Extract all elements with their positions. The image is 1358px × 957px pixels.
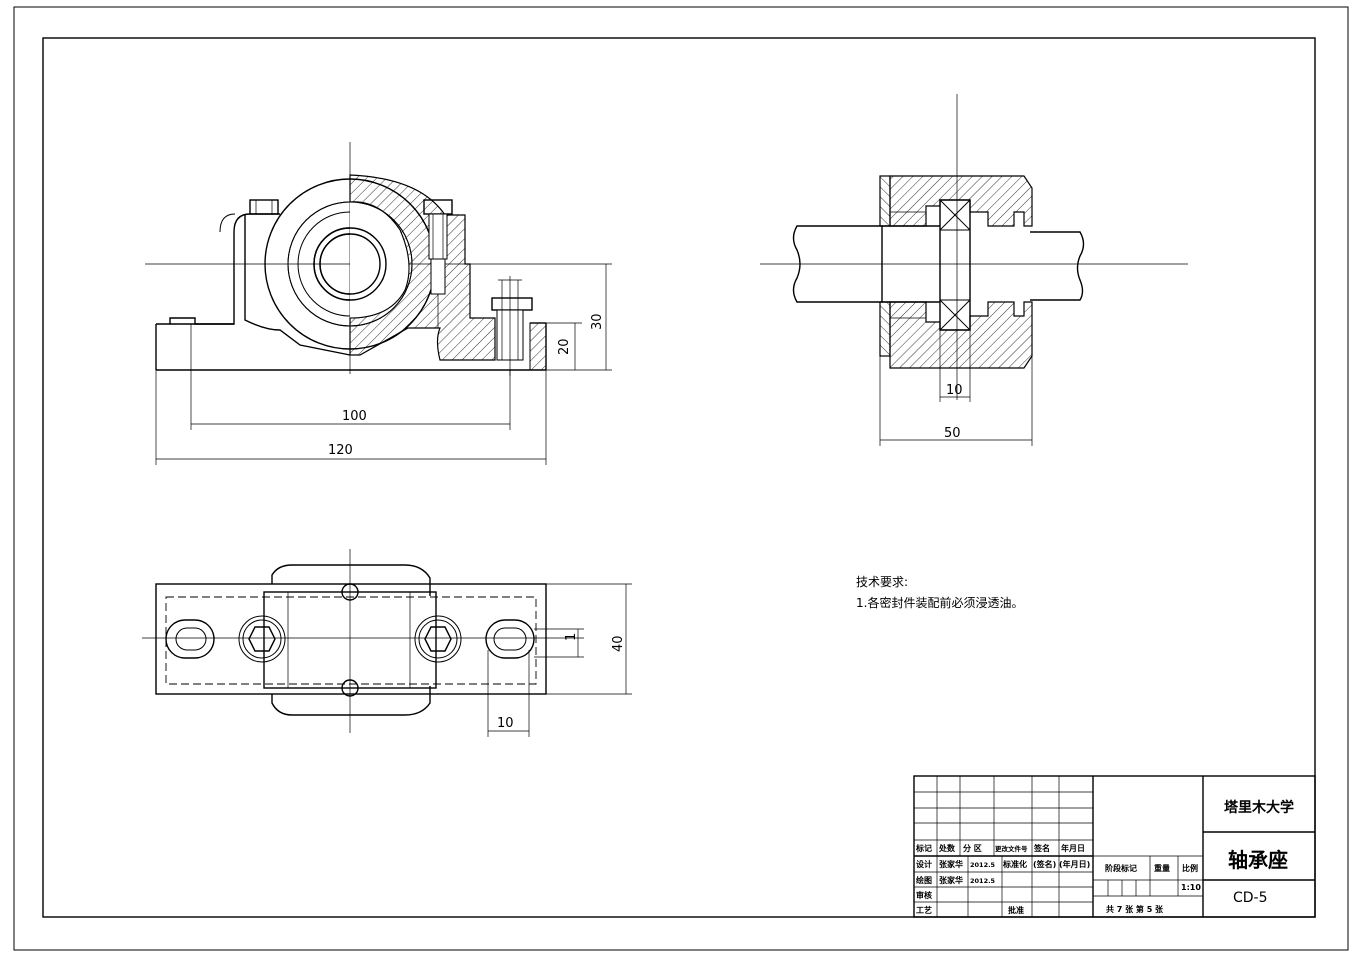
right-hex-nut — [424, 626, 452, 652]
dim-30: 30 — [590, 313, 605, 330]
left-hex-nut — [248, 626, 276, 652]
housing-plan — [263, 591, 437, 689]
university-name: 塔里木大学 — [1224, 799, 1294, 816]
top-oil-hole — [341, 583, 359, 601]
housing-bottom-section — [889, 301, 1033, 369]
dim-120: 120 — [328, 443, 353, 458]
standardize-label: 标准化 — [1002, 859, 1027, 869]
part-name: 轴承座 — [1228, 848, 1288, 872]
sign-placeholder: (签名) — [1033, 859, 1056, 869]
rev-header-count: 处数 — [938, 843, 956, 853]
notes-heading: 技术要求: — [856, 575, 908, 589]
shaft-left — [792, 225, 883, 303]
bearing-section — [939, 199, 971, 331]
drafter-name: 张家华 — [939, 875, 963, 885]
title-block: 标记 处数 分 区 更改文件号 签名 年月日 设计 张家华 2012.5 标准化… — [913, 775, 1316, 918]
dim-20: 20 — [557, 338, 572, 355]
design-label: 设计 — [916, 859, 932, 869]
sheet-info: 共 7 张 第 5 张 — [1106, 904, 1164, 914]
front-view: 100 120 20 30 — [145, 142, 612, 465]
approve-label: 批准 — [1008, 905, 1024, 915]
designer-name: 张家华 — [939, 859, 963, 869]
date-placeholder: (年月日) — [1059, 859, 1090, 869]
rev-header-change-doc: 更改文件号 — [995, 844, 1028, 853]
dim-40: 40 — [611, 635, 626, 652]
dim-50: 50 — [944, 426, 961, 441]
dim-side-10: 10 — [946, 383, 963, 398]
drawing-date: 2012.5 — [970, 877, 996, 885]
design-date: 2012.5 — [970, 861, 996, 869]
right-cap-bolt — [428, 213, 448, 260]
dim-top-10: 10 — [497, 716, 514, 731]
left-slot-outer — [165, 619, 215, 659]
housing-top-section — [889, 175, 1033, 227]
drawing-code: CD-5 — [1233, 890, 1268, 906]
left-cap-bolt-head — [249, 199, 279, 215]
stage-mark-label: 阶段标记 — [1105, 863, 1137, 873]
rev-header-zone: 分 区 — [963, 843, 982, 853]
technical-notes: 技术要求: 1.各密封件装配前必须浸透油。 — [856, 575, 1023, 610]
dim-100: 100 — [342, 409, 367, 424]
inner-frame — [42, 37, 1316, 918]
review-label: 审核 — [916, 890, 932, 900]
rev-header-date: 年月日 — [1061, 843, 1085, 853]
anchor-bolt-nut — [491, 297, 533, 311]
outer-border — [13, 6, 1349, 951]
shaft-right — [1030, 231, 1085, 301]
right-slot-outer — [485, 619, 535, 659]
notes-item-1: 1.各密封件装配前必须浸透油。 — [856, 595, 1023, 610]
base-left-outline — [156, 213, 280, 325]
side-section-view: 10 50 — [760, 94, 1188, 446]
base-hidden-outline — [165, 596, 537, 685]
scale-label: 比例 — [1182, 863, 1198, 873]
drawing-label: 绘图 — [916, 875, 932, 885]
dim-1: 1 — [564, 633, 579, 641]
bottom-oil-hole — [341, 679, 359, 697]
process-label: 工艺 — [916, 905, 932, 915]
rev-header-mark: 标记 — [915, 843, 932, 853]
weight-label: 重量 — [1154, 863, 1170, 873]
top-view: 40 1 10 — [142, 549, 632, 737]
scale-value: 1:10 — [1181, 883, 1201, 892]
rev-header-signature: 签名 — [1033, 843, 1050, 853]
